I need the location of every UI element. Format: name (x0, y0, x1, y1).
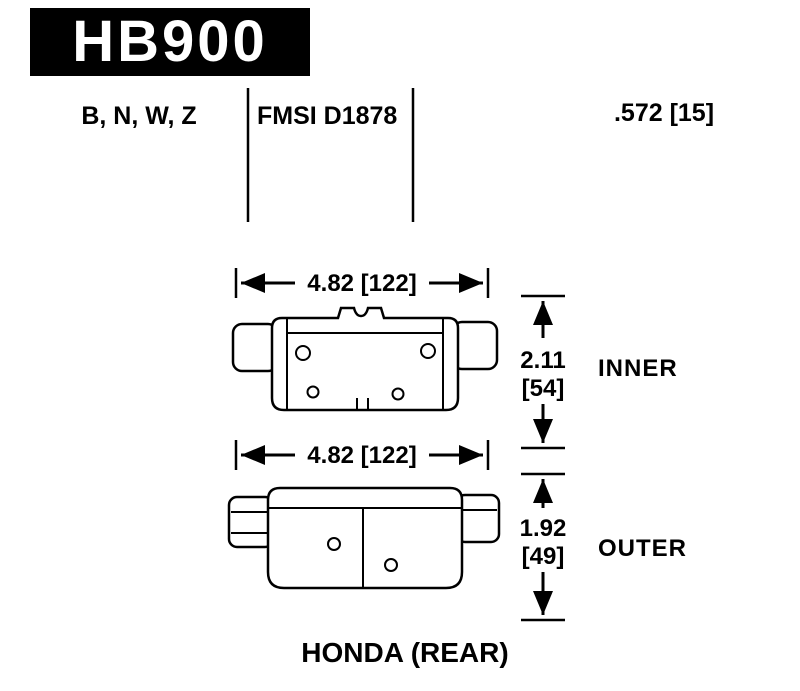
outer-pad-backing-plate (266, 486, 464, 590)
outer-pad-hole (384, 558, 398, 572)
part-number: HB900 (72, 9, 268, 74)
inner-height-inches: 2.11 (520, 347, 565, 374)
outer-height-dimension: 1.92 [49] OUTER (520, 472, 687, 622)
inner-height-mm: [54] (522, 375, 565, 402)
inner-pad-hole (420, 343, 436, 359)
inner-height-dimension: 2.11 [54] INNER (520, 294, 678, 450)
inner-pad-hole (391, 387, 405, 401)
inner-pad-hole (295, 345, 311, 361)
outer-pad-label: OUTER (598, 535, 687, 562)
outer-pad-right-ear (455, 493, 501, 544)
compound-codes: B, N, W, Z (81, 102, 196, 130)
inner-width-value: 4.82 [122] (307, 270, 416, 297)
outer-width-dimension: 4.82 [122] (234, 440, 490, 470)
inner-pad-right-ear (451, 320, 499, 371)
outer-height-mm: [49] (522, 543, 565, 570)
inner-width-dimension: 4.82 [122] (234, 268, 490, 298)
part-number-box (30, 8, 310, 76)
outer-height-inches: 1.92 (520, 515, 567, 542)
fmsi-number: FMSI D1878 (257, 102, 397, 130)
inner-pad-drawing (231, 306, 499, 412)
inner-pad-label: INNER (598, 355, 678, 382)
outer-width-value: 4.82 [122] (307, 442, 416, 469)
footer-group: HONDA (REAR) (301, 637, 508, 668)
inner-pad-left-ear (231, 322, 279, 373)
vehicle-application: HONDA (REAR) (301, 637, 508, 668)
outer-pad-drawing (227, 486, 501, 590)
pad-thickness: .572 [15] (614, 99, 714, 127)
outer-pad-hole (327, 537, 341, 551)
inner-pad-hole (306, 385, 320, 399)
header-group: HB900 B, N, W, Z FMSI D1878 .572 [15] (30, 8, 714, 222)
outer-pad-left-ear (227, 495, 275, 549)
